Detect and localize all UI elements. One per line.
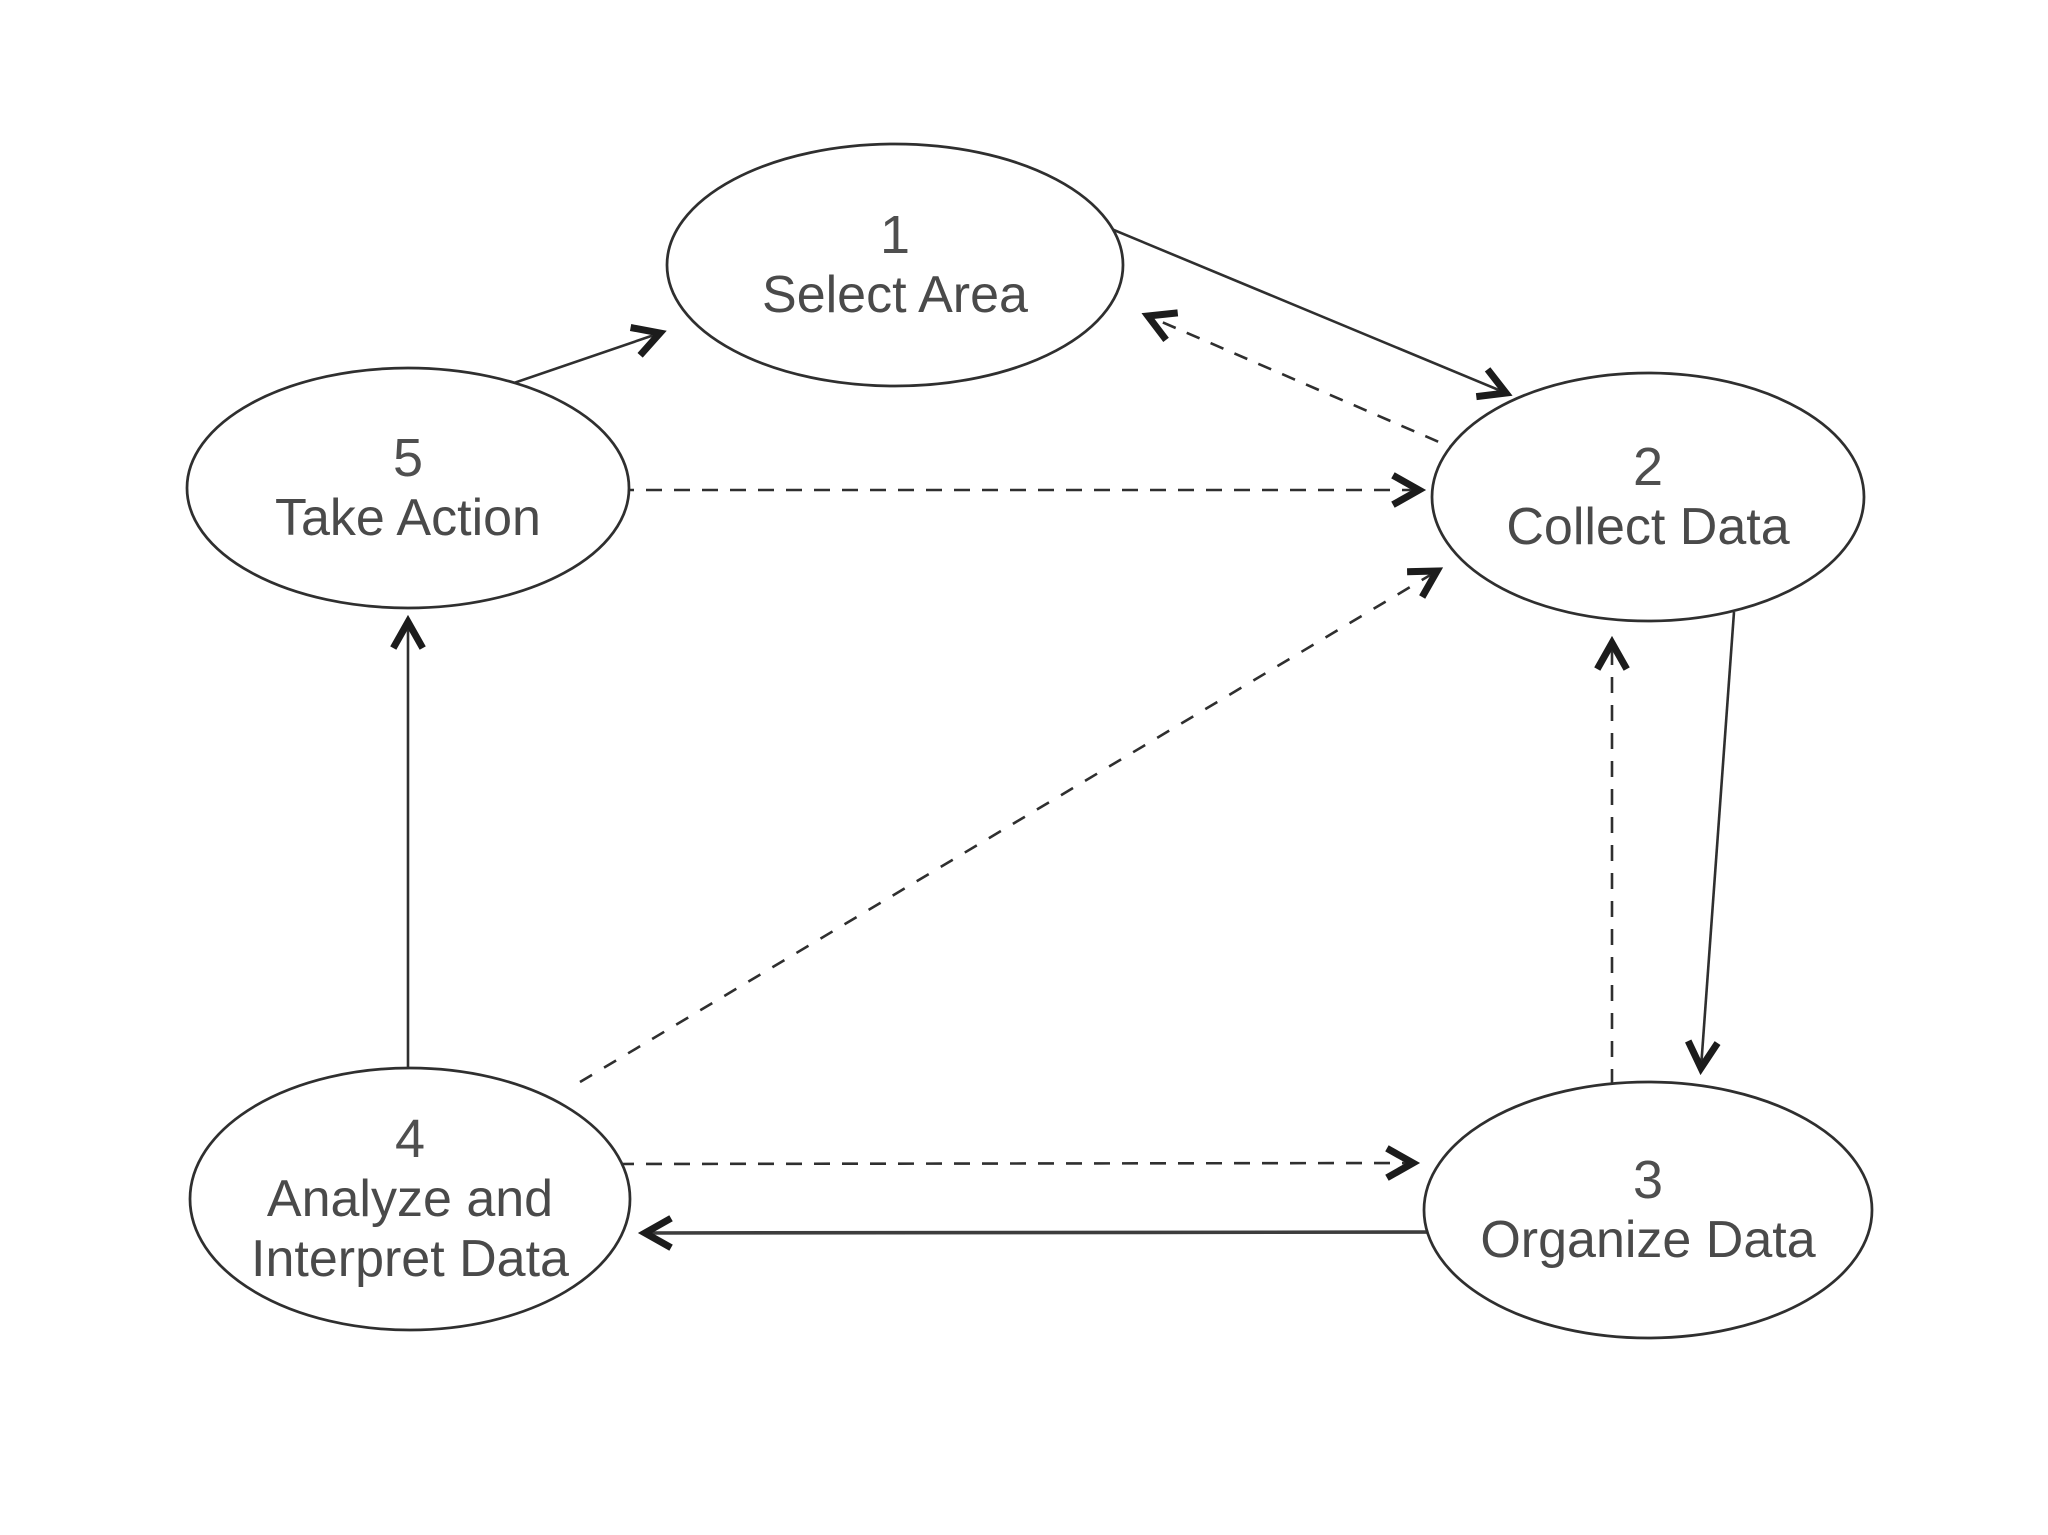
arrow-analyze-to-collect-data-dashed bbox=[579, 567, 1444, 1084]
arrow-collect-data-to-select-area-dashed bbox=[1141, 309, 1463, 454]
node-ellipse-select-area bbox=[665, 142, 1125, 388]
arrow-collect-data-to-organize-solid bbox=[1685, 611, 1736, 1076]
arrow-organize-to-analyze-solid bbox=[637, 1215, 1486, 1251]
arrow-analyze-to-organize-dashed bbox=[617, 1145, 1421, 1181]
node-ellipse-take-action bbox=[185, 366, 631, 610]
arrow-select-area-to-collect-data-solid bbox=[1084, 216, 1513, 401]
node-ellipse-analyze-interpret-data bbox=[188, 1066, 632, 1332]
node-ellipse-organize-data bbox=[1422, 1080, 1874, 1340]
node-ellipse-collect-data bbox=[1430, 371, 1866, 623]
